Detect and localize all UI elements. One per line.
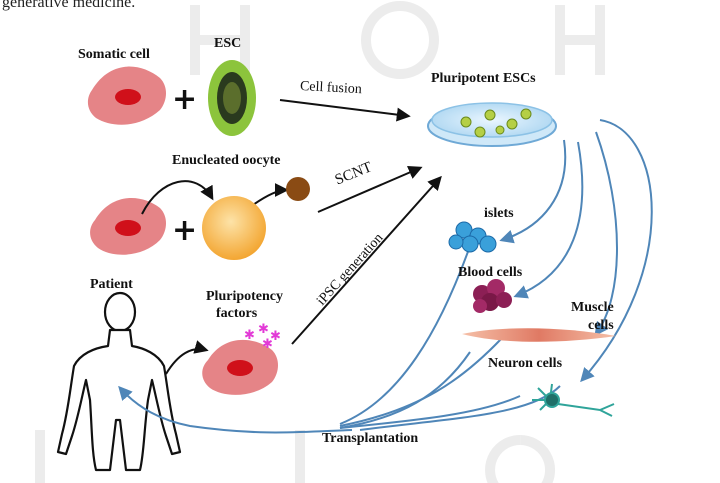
label-muscle: Muscle — [571, 300, 614, 315]
header-text: generative medicine. — [2, 0, 136, 11]
somatic-cell-top — [87, 66, 166, 125]
svg-text:✱: ✱ — [262, 337, 273, 352]
differentiation-arrows — [499, 119, 653, 383]
transplant-line — [339, 245, 471, 425]
muscle-cell — [462, 328, 616, 342]
label-transplantation: Transplantation — [322, 431, 419, 446]
transplant-line — [339, 351, 471, 429]
neuron-cells-arrow — [580, 119, 653, 383]
muscle-cells-arrow — [594, 131, 618, 337]
blood-cells-cluster — [473, 279, 512, 313]
transplant-line — [339, 395, 521, 429]
plus-sign: + — [172, 213, 197, 248]
label-neuron-cells: Neuron cells — [488, 356, 563, 371]
label-patient: Patient — [90, 277, 133, 292]
transplant-to-patient-arrow — [118, 385, 353, 434]
svg-text:✱: ✱ — [258, 322, 269, 337]
label-cells: cells — [588, 318, 614, 333]
label-esc: ESC — [214, 36, 242, 51]
label-islets: islets — [484, 206, 514, 221]
scnt-arrow — [317, 166, 423, 213]
watermark-glyph — [190, 5, 250, 75]
label-cell-fusion: Cell fusion — [299, 79, 363, 98]
label-somatic-cell: Somatic cell — [78, 47, 150, 62]
transplant-line — [339, 337, 503, 427]
nucleus-transfer-arrow — [141, 180, 214, 215]
pluripotency-factors-icon: ✱✱✱✱ — [244, 322, 281, 352]
svg-text:✱: ✱ — [244, 328, 255, 343]
plus-sign: + — [172, 82, 197, 117]
islets-arrow — [499, 139, 567, 244]
label-pluripotency: Pluripotency — [206, 289, 283, 304]
neuron-cell — [532, 383, 615, 417]
somatic-cell-middle — [90, 198, 166, 255]
watermark-glyph — [361, 1, 439, 79]
petri-dish — [427, 102, 557, 147]
label-enucleated-oocyte: Enucleated oocyte — [172, 153, 281, 168]
patient-cell-arrow — [165, 340, 209, 375]
esc-cell — [208, 60, 256, 136]
patient-figure — [56, 291, 182, 472]
blood-cells-arrow — [513, 141, 584, 299]
label-blood-cells: Blood cells — [458, 265, 523, 280]
ipsc-arrow — [291, 175, 442, 345]
label-pluripotent-escs: Pluripotent ESCs — [431, 71, 536, 86]
removed-nucleus — [286, 177, 310, 201]
svg-text:✱: ✱ — [270, 329, 281, 344]
label-factors: factors — [216, 306, 258, 321]
nucleus — [115, 220, 141, 236]
watermark-glyph — [555, 5, 605, 75]
nucleus — [227, 360, 253, 376]
cell-fusion-arrow — [279, 99, 411, 122]
watermark-glyph — [35, 430, 555, 483]
enucleated-oocyte — [202, 196, 266, 260]
islets-cluster — [448, 221, 497, 253]
nucleus — [115, 89, 141, 105]
somatic-cell-bottom — [202, 339, 278, 395]
